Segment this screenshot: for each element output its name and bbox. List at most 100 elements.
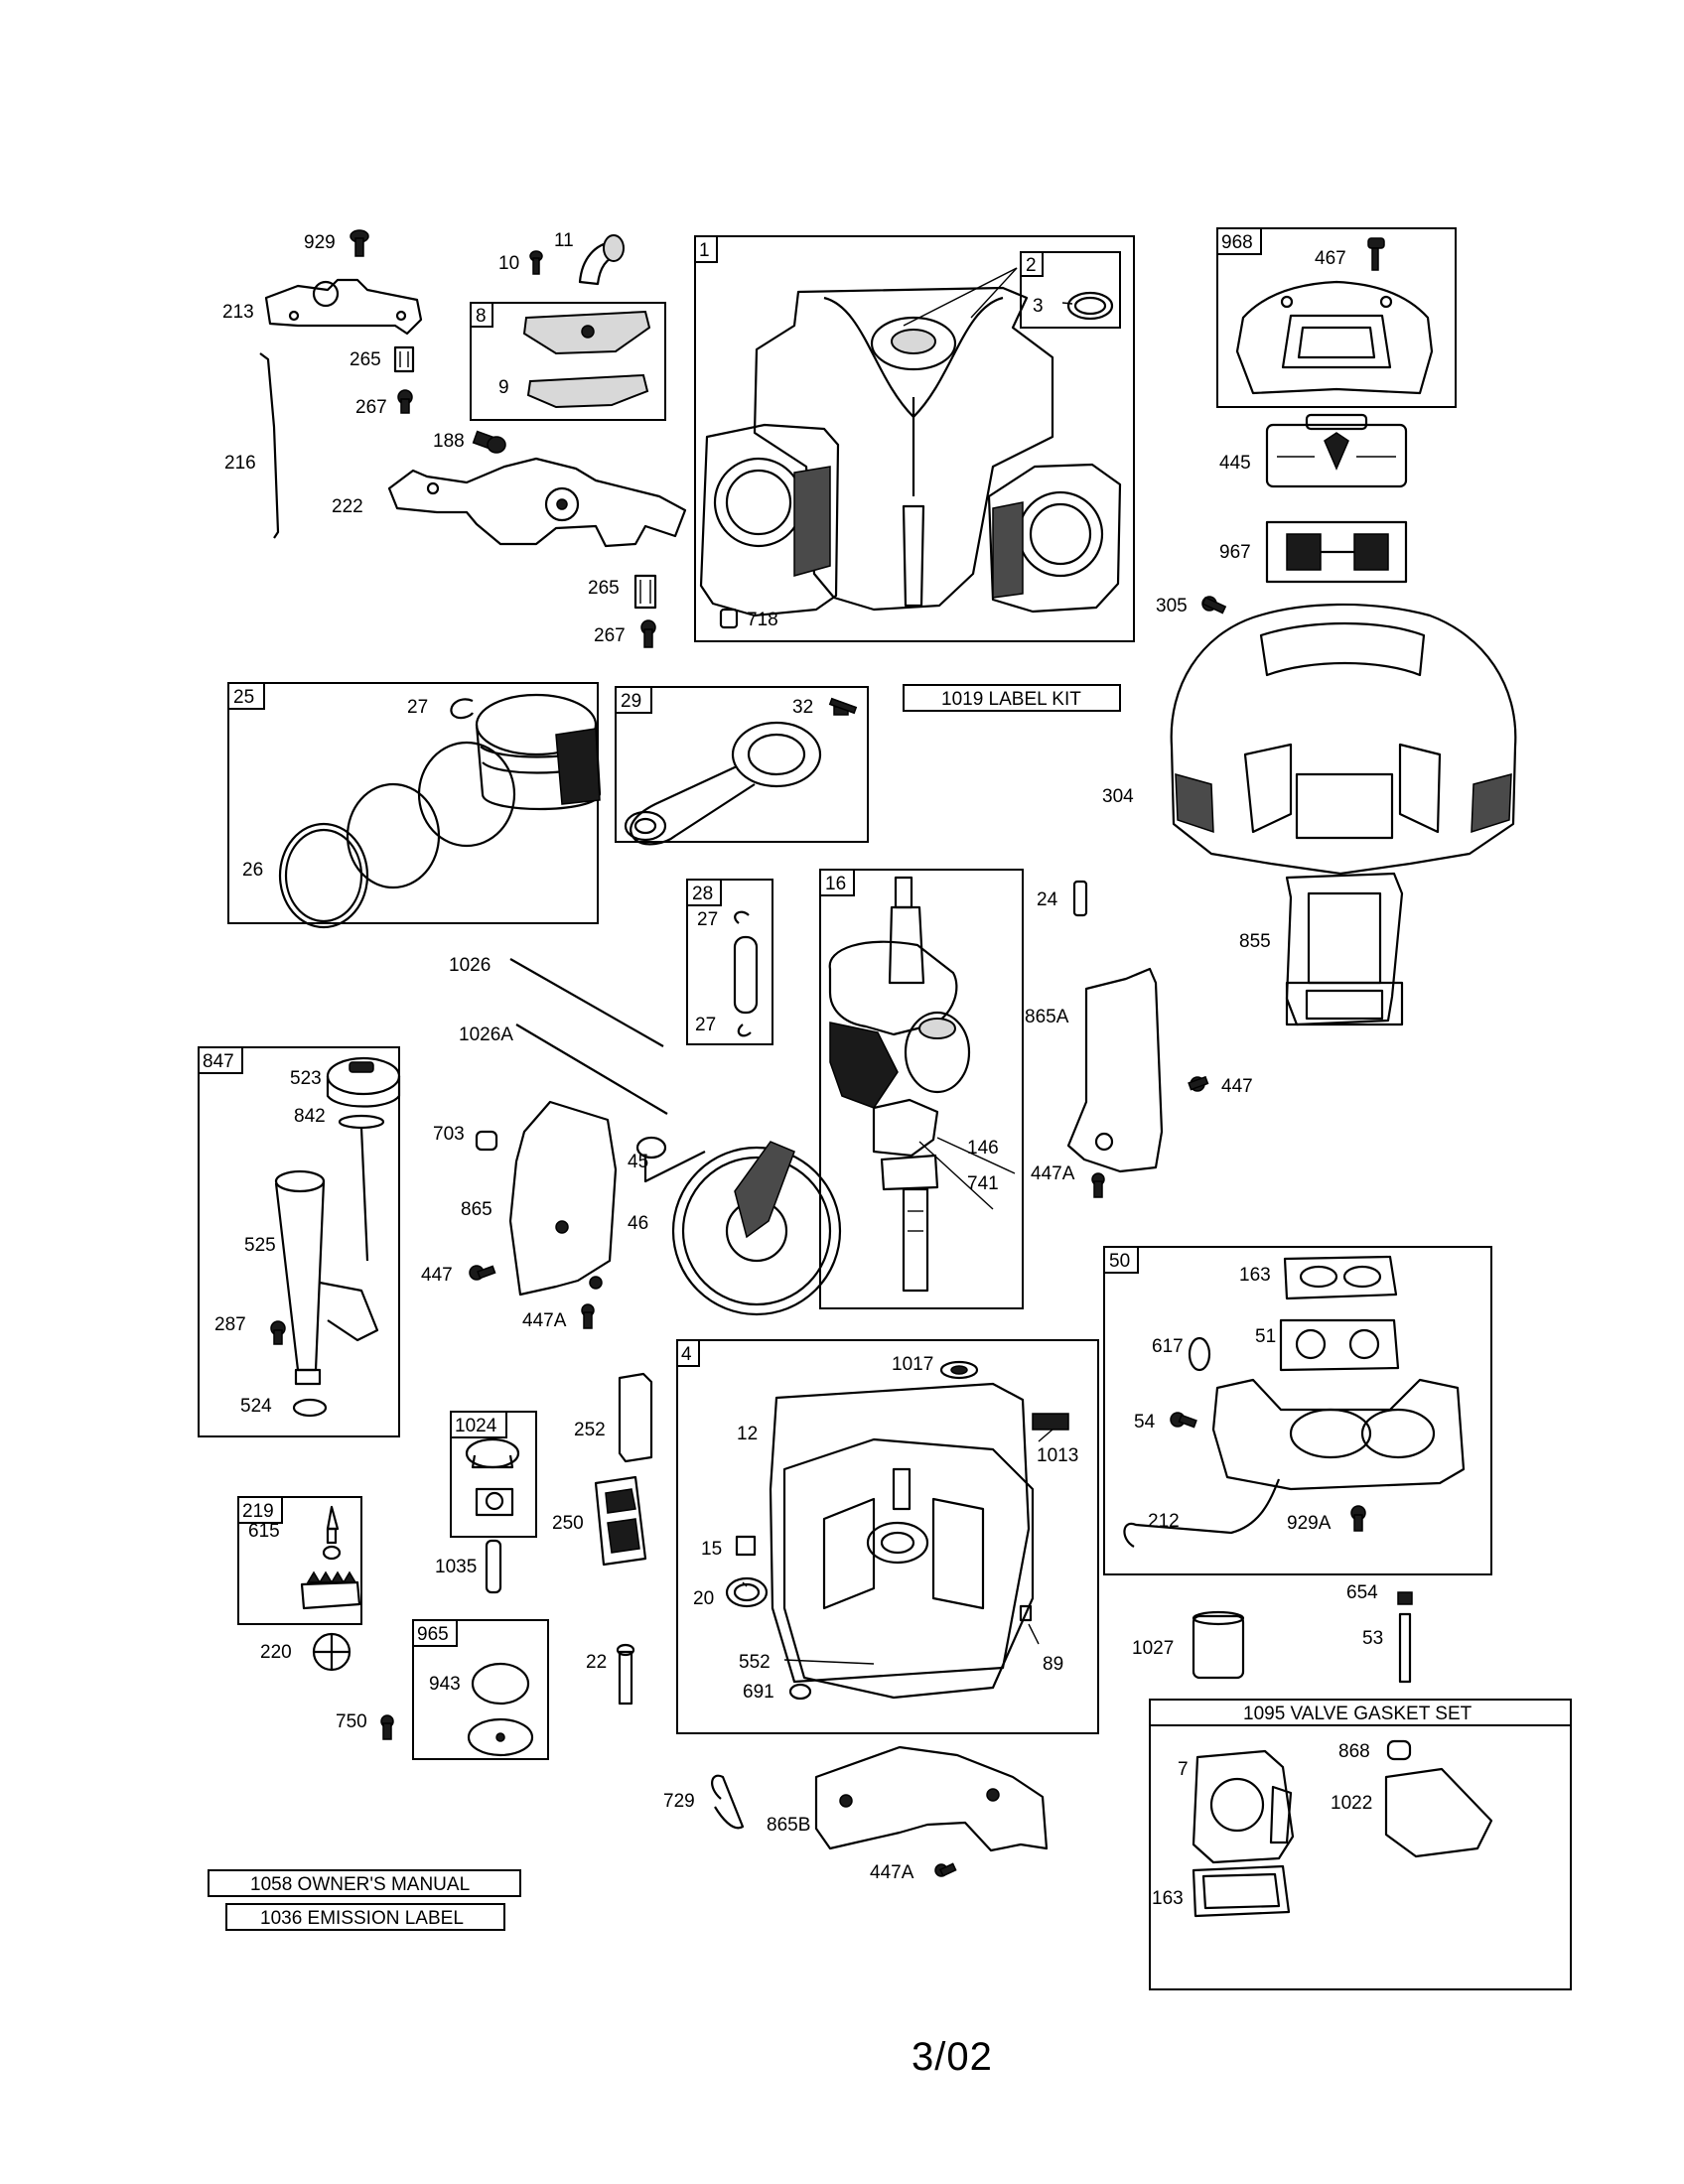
seal-868 <box>1386 1739 1412 1761</box>
intake-elbow-855 <box>1285 872 1404 1026</box>
clip-703 <box>475 1130 498 1152</box>
push-rod-1026 <box>509 958 668 1115</box>
callout: 525 <box>244 1235 276 1256</box>
screw-447A-bottom <box>934 1862 957 1877</box>
callout: 654 <box>1346 1582 1378 1603</box>
air-cleaner-cover-968 <box>1235 280 1434 395</box>
clip-265-lower <box>633 574 657 610</box>
callout: 27 <box>407 697 428 718</box>
callout: 250 <box>552 1513 584 1534</box>
box-number: 968 <box>1221 232 1253 253</box>
callout: 304 <box>1102 786 1134 807</box>
callout: 447 <box>1221 1076 1253 1097</box>
callout: 305 <box>1156 596 1188 616</box>
callout: 1017 <box>892 1354 933 1375</box>
gasket-163-valve <box>1192 1864 1291 1918</box>
screw-447A-right <box>1091 1172 1105 1198</box>
sump-4 <box>782 1437 1035 1700</box>
callout: 967 <box>1219 542 1251 563</box>
callout: 267 <box>355 397 387 418</box>
callout: 24 <box>1037 889 1058 910</box>
callout: 691 <box>743 1682 774 1703</box>
bolt-22 <box>616 1643 635 1706</box>
screw-267-lower <box>640 619 656 648</box>
box-number: 29 <box>621 691 641 712</box>
breather-tube-11 <box>578 234 625 286</box>
kit-labels: 1019 LABEL KIT 1058 OWNER'S MANUAL 1036 … <box>208 684 1572 1931</box>
box-number: 965 <box>417 1624 449 1645</box>
callout: 7 <box>1178 1759 1189 1780</box>
callout: 552 <box>739 1652 771 1673</box>
oring-842 <box>338 1114 385 1262</box>
owners-manual-text: 1058 OWNER'S MANUAL <box>250 1874 470 1895</box>
callout: 27 <box>697 909 718 930</box>
air-cleaner-base-304 <box>1170 603 1517 876</box>
callout: 447A <box>522 1310 567 1331</box>
callout: 287 <box>214 1314 246 1335</box>
box-number: 219 <box>242 1501 274 1522</box>
shaft-1035 <box>485 1539 502 1594</box>
box-number: 8 <box>476 306 487 327</box>
piston-25 <box>475 693 602 811</box>
callout: 252 <box>574 1420 606 1440</box>
callout: 146 <box>967 1138 999 1159</box>
callout: 447 <box>421 1265 453 1286</box>
callout: 865 <box>461 1199 492 1220</box>
callout: 12 <box>737 1424 758 1444</box>
governor-gear-220 <box>312 1632 351 1672</box>
plug-89 <box>1019 1604 1033 1622</box>
oil-pump-1024 <box>465 1437 520 1517</box>
box-number-tabs: 1 2 8 968 25 29 28 16 847 50 4 1024 219 … <box>198 227 1262 1647</box>
callout: 467 <box>1315 248 1346 269</box>
callout: 53 <box>1362 1628 1383 1649</box>
callout: 265 <box>588 578 620 599</box>
screw-447A-left <box>581 1303 595 1329</box>
gasket-163-manifold <box>1283 1255 1398 1300</box>
callout: 20 <box>693 1588 714 1609</box>
callout: 267 <box>594 625 626 646</box>
governor-link-216 <box>259 352 280 539</box>
callout: 1013 <box>1037 1445 1078 1466</box>
screw-267-upper <box>397 389 413 414</box>
callout: 929A <box>1287 1513 1332 1534</box>
seal-691 <box>788 1683 812 1701</box>
callout: 617 <box>1152 1336 1184 1357</box>
piston-rings-26 <box>278 741 516 929</box>
callout: 222 <box>332 496 363 517</box>
plug-15 <box>735 1535 757 1557</box>
governor-lever-213 <box>264 278 423 336</box>
callout: 9 <box>498 377 509 398</box>
dipstick-cap-523 <box>326 1056 401 1108</box>
camshaft-gear-46 <box>671 1141 842 1316</box>
pre-cleaner-967 <box>1265 520 1408 584</box>
screw-54 <box>1170 1412 1197 1429</box>
callout: 524 <box>240 1396 272 1417</box>
intake-manifold-50 <box>1211 1378 1466 1491</box>
connecting-rod-29 <box>624 721 822 846</box>
dipstick-tube-525 <box>274 1169 379 1386</box>
governor-219 <box>300 1505 361 1610</box>
date-code: 3/02 <box>912 2035 993 2079</box>
tube-212 <box>1123 1478 1281 1548</box>
box-frames <box>198 227 1572 1990</box>
baffle-865A <box>1066 967 1164 1173</box>
knob-467 <box>1367 237 1385 271</box>
callout: 865A <box>1025 1007 1069 1027</box>
screw-750 <box>380 1714 394 1740</box>
box-number: 50 <box>1109 1251 1130 1272</box>
stud-53 <box>1398 1612 1412 1684</box>
head-gasket-7 <box>1192 1749 1295 1864</box>
gasket-51 <box>1279 1318 1400 1372</box>
box-number: 16 <box>825 874 846 894</box>
nut-654 <box>1397 1591 1413 1605</box>
label-kit-text: 1019 LABEL KIT <box>941 689 1081 710</box>
seal-3 <box>1066 291 1114 321</box>
oring-943 <box>471 1662 530 1706</box>
callout: 855 <box>1239 931 1271 952</box>
callout: 615 <box>248 1521 280 1542</box>
callout-labels: 929 10 11 213 265 267 9 3 188 216 222 26… <box>214 230 1383 1909</box>
callout: 1022 <box>1331 1793 1372 1814</box>
callout: 865B <box>767 1815 810 1836</box>
rod-bolt-32 <box>828 697 858 716</box>
